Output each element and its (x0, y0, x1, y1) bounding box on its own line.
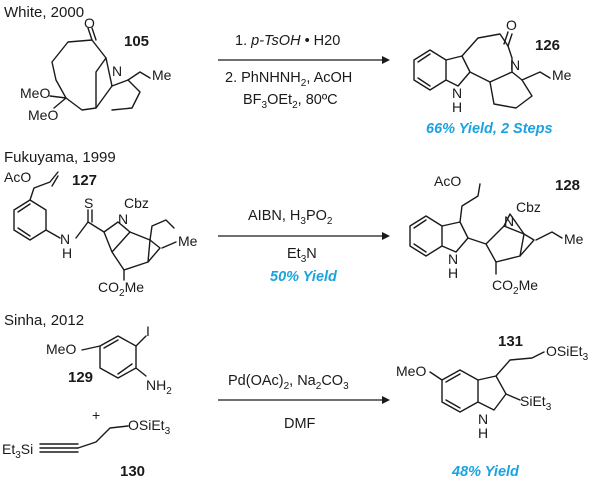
compound-129-structure: MeO I NH2 (46, 323, 172, 397)
scheme-white: White, 2000 O N Me MeO MeO 105 1. p-TsOH… (4, 4, 572, 137)
compound-130-left-silyl: Et3Si (2, 441, 33, 461)
conditions-white-step-2: 2. PhNHNH2, AcOH (225, 70, 352, 89)
compound-130-right-silyl: OSiEt3 (128, 417, 171, 437)
yield-sinha: 48% Yield (451, 464, 520, 480)
compound-number-129: 129 (68, 369, 93, 386)
compound-126-carbonyl-o: O (506, 17, 517, 33)
plus-sign: + (92, 407, 100, 423)
compound-number-105: 105 (124, 33, 149, 50)
compound-128-acetoxy: AcO (434, 173, 461, 189)
arrow-head-3 (382, 396, 390, 404)
compound-105-methoxy-2: MeO (28, 107, 58, 123)
compound-131-silyl-ether: OSiEt3 (546, 343, 589, 363)
compound-105-methoxy-1: MeO (20, 85, 50, 101)
citation-sinha: Sinha, 2012 (4, 312, 84, 329)
conditions-fukuyama-reagents: AIBN, H3PO2 (248, 208, 333, 227)
compound-131-structure: MeO OSiEt3 SiEt3 N H (396, 343, 589, 441)
compound-128-indole-n: N (448, 251, 458, 267)
compound-number-131: 131 (498, 333, 523, 350)
citation-white: White, 2000 (4, 4, 84, 21)
compound-127-amide-n: N (60, 231, 70, 247)
compound-126-indole-n: N (452, 85, 462, 101)
compound-127-cbz: Cbz (124, 195, 149, 211)
compound-127-thio-s: S (84, 195, 93, 211)
compound-126-methyl: Me (552, 67, 572, 83)
arrow-head-1 (382, 56, 390, 64)
compound-105-nitrogen: N (112, 63, 122, 79)
compound-number-128: 128 (555, 177, 580, 194)
compound-130-structure: Et3Si OSiEt3 (2, 417, 171, 461)
compound-number-130: 130 (120, 463, 145, 480)
compound-131-indole-h: H (478, 425, 488, 441)
conditions-white-lewis-acid: BF3OEt2, 80ºC (243, 92, 338, 111)
compound-number-127: 127 (72, 172, 97, 189)
yield-fukuyama: 50% Yield (270, 269, 338, 285)
compound-105-methyl: Me (152, 67, 172, 83)
compound-126-indole-h: H (452, 99, 462, 115)
scheme-sinha: Sinha, 2012 MeO I NH2 129 + Et3Si OSiEt3… (2, 312, 589, 480)
compound-131-methoxy: MeO (396, 363, 426, 379)
conditions-sinha-catalyst: Pd(OAc)2, Na2CO3 (228, 373, 349, 392)
compound-131-silyl: SiEt3 (520, 393, 552, 413)
arrow-head-2 (382, 232, 390, 240)
compound-128-structure: AcO Cbz N N H Me CO2Me (409, 173, 584, 297)
compound-105-structure: O N Me MeO MeO (20, 15, 172, 123)
scheme-fukuyama: Fukuyama, 1999 AcO S Cbz N N H Me CO2Me … (4, 149, 584, 299)
compound-127-structure: AcO S Cbz N N H Me CO2Me (4, 169, 198, 299)
compound-128-indole-h: H (448, 265, 458, 281)
compound-105-carbonyl-o: O (84, 15, 95, 31)
compound-127-ring-n: N (118, 211, 128, 227)
compound-131-indole-n: N (478, 411, 488, 427)
compound-129-iodo: I (146, 323, 150, 339)
compound-129-methoxy: MeO (46, 341, 76, 357)
compound-128-cbz: Cbz (516, 199, 541, 215)
compound-127-acetoxy: AcO (4, 169, 31, 185)
compound-128-ester: CO2Me (492, 277, 538, 297)
compound-129-amine: NH2 (146, 377, 172, 397)
compound-127-ester: CO2Me (98, 279, 144, 299)
compound-127-amide-h: H (62, 245, 72, 261)
compound-number-126: 126 (535, 37, 560, 54)
citation-fukuyama: Fukuyama, 1999 (4, 149, 116, 166)
conditions-white-step-1: 1. p-TsOH • H20 (235, 33, 340, 49)
compound-128-ring-n: N (504, 213, 514, 229)
compound-126-structure: O N Me N H (413, 17, 572, 115)
conditions-fukuyama-base: Et3N (287, 246, 317, 265)
compound-127-methyl: Me (178, 233, 198, 249)
yield-white: 66% Yield, 2 Steps (426, 121, 553, 137)
conditions-sinha-solvent: DMF (284, 416, 316, 432)
compound-128-methyl: Me (564, 231, 584, 247)
compound-126-nitrogen: N (510, 57, 520, 73)
